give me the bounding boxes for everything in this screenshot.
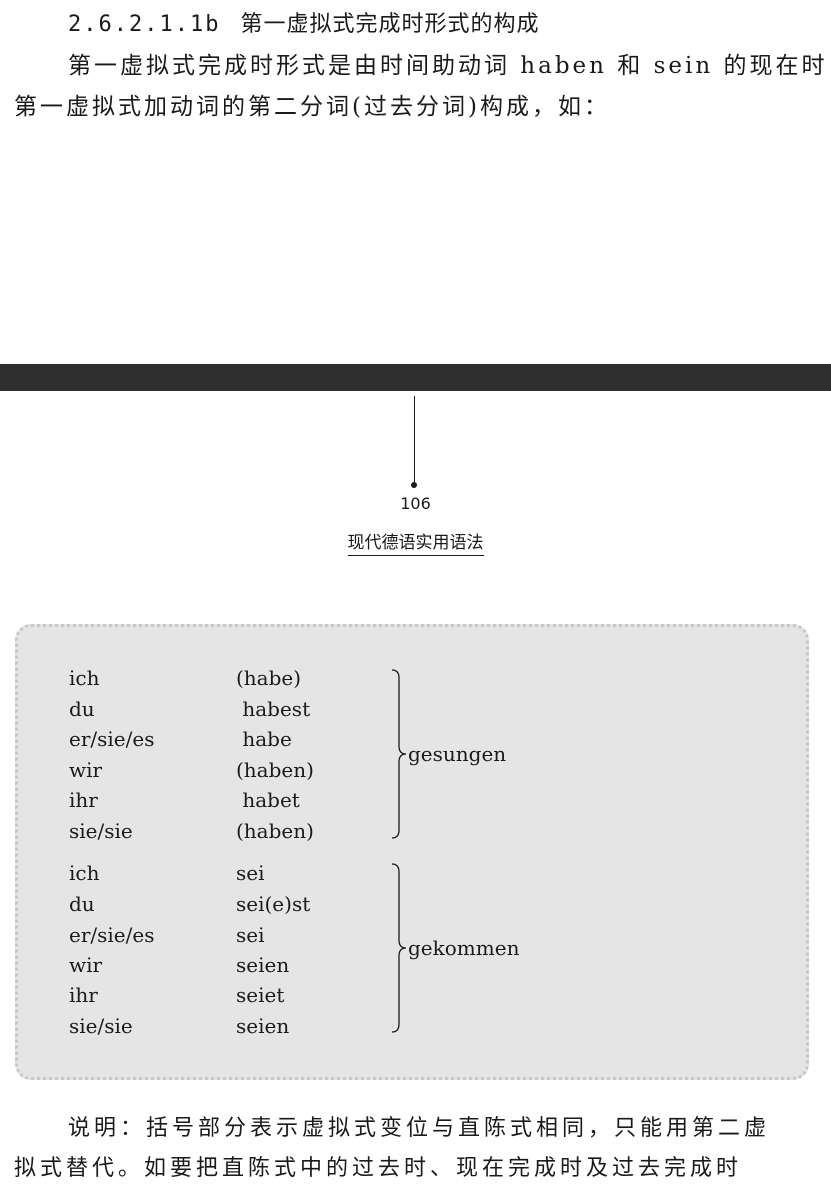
participle-label: gesungen <box>408 742 507 766</box>
verb-form-cell: sei <box>236 861 265 885</box>
verb-form-cell: seien <box>236 1014 290 1038</box>
verb-form-cell: (haben) <box>236 819 314 843</box>
pronoun-cell: ich <box>69 666 100 690</box>
page-marker-dot <box>411 482 417 488</box>
verb-form-cell: (habe) <box>236 666 302 690</box>
intro-paragraph-line-2: 第一虚拟式加动词的第二分词(过去分词)构成，如： <box>14 94 610 120</box>
right-brace-icon <box>391 669 407 839</box>
verb-form-cell: habest <box>236 697 311 721</box>
verb-form-cell: seien <box>236 953 290 977</box>
book-title: 现代德语实用语法 <box>0 528 831 556</box>
section-number: 2.6.2.1.1b <box>68 12 221 37</box>
verb-form-cell: habet <box>236 788 300 812</box>
section-title: 第一虚拟式完成时形式的构成 <box>240 12 540 37</box>
pronoun-cell: sie/sie <box>69 819 133 843</box>
pronoun-cell: wir <box>69 758 103 782</box>
pronoun-cell: sie/sie <box>69 1014 133 1038</box>
note-line-2: 拟式替代。如要把直陈式中的过去时、现在完成时及过去完成时 <box>14 1156 743 1181</box>
conjugation-box <box>15 624 809 1080</box>
pronoun-cell: wir <box>69 953 103 977</box>
intro-paragraph-line-1: 第一虚拟式完成时形式是由时间助动词 haben 和 sein 的现在时 <box>68 53 828 79</box>
note-line-1: 说明：括号部分表示虚拟式变位与直陈式相同，只能用第二虚 <box>68 1116 771 1141</box>
section-heading: 2.6.2.1.1b 第一虚拟式完成时形式的构成 <box>68 6 539 38</box>
verb-form-cell: sei(e)st <box>236 892 311 916</box>
pronoun-cell: ihr <box>69 788 98 812</box>
verb-form-cell: habe <box>236 727 292 751</box>
participle-label: gekommen <box>408 936 520 960</box>
page-divider-bar <box>0 364 831 391</box>
page-marker-line <box>414 396 415 484</box>
pronoun-cell: er/sie/es <box>69 923 155 947</box>
pronoun-cell: er/sie/es <box>69 727 155 751</box>
book-title-text: 现代德语实用语法 <box>347 533 484 556</box>
verb-form-cell: sei <box>236 923 265 947</box>
verb-form-cell: (haben) <box>236 758 314 782</box>
right-brace-icon <box>391 863 407 1033</box>
pronoun-cell: du <box>69 892 95 916</box>
pronoun-cell: ihr <box>69 983 98 1007</box>
verb-form-cell: seiet <box>236 983 285 1007</box>
pronoun-cell: ich <box>69 861 100 885</box>
pronoun-cell: du <box>69 697 95 721</box>
page-number: 106 <box>400 494 431 513</box>
